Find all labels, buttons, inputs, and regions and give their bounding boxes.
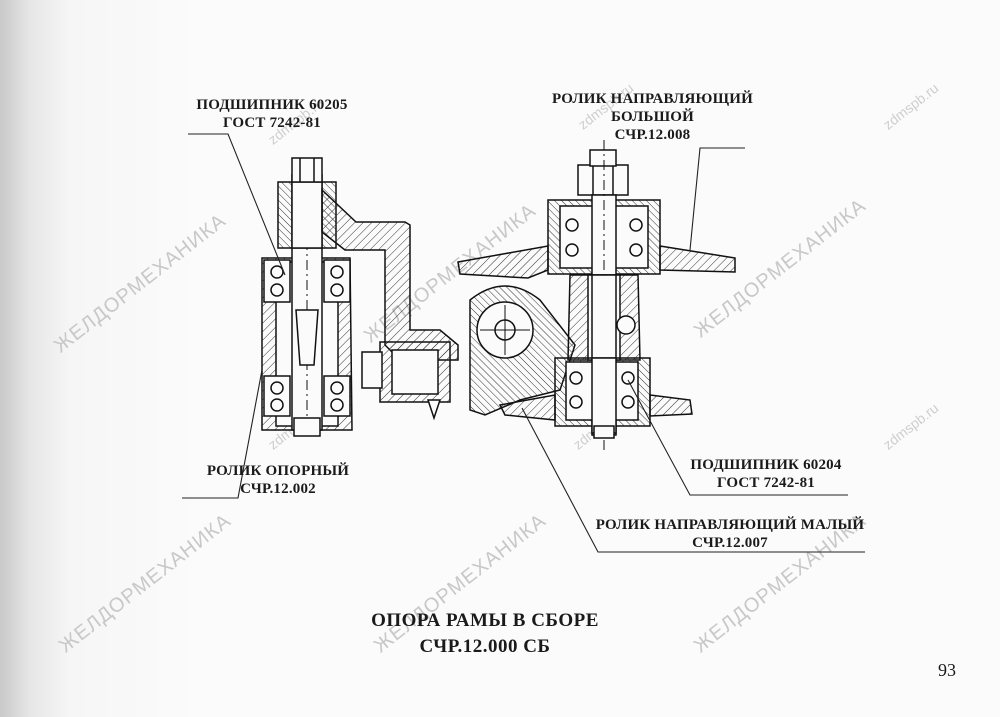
label-guide-roller-small: РОЛИК НАПРАВЛЯЮЩИЙ МАЛЫЙ СЧР.12.007 xyxy=(595,516,865,552)
leader-lines xyxy=(182,133,865,553)
pivot-assembly xyxy=(361,285,576,421)
frame-bracket xyxy=(321,188,459,361)
label-line: БОЛЬШОЙ xyxy=(610,109,695,125)
label-support-roller: РОЛИК ОПОРНЫЙ СЧР.12.002 xyxy=(198,462,358,498)
label-bearing-60204: ПОДШИПНИК 60204 ГОСТ 7242-81 xyxy=(676,456,856,492)
label-line: СЧР.12.007 xyxy=(692,535,768,551)
label-line: РОЛИК НАПРАВЛЯЮЩИЙ МАЛЫЙ xyxy=(595,517,865,533)
label-line: РОЛИК ОПОРНЫЙ xyxy=(206,463,350,479)
label-line: ПОДШИПНИК 60205 xyxy=(196,97,348,113)
label-guide-roller-large: РОЛИК НАПРАВЛЯЮЩИЙ БОЛЬШОЙ СЧР.12.008 xyxy=(540,90,765,144)
guide-roller-large xyxy=(457,149,736,279)
support-roller xyxy=(261,157,353,440)
label-line: РОЛИК НАПРАВЛЯЮЩИЙ xyxy=(551,91,754,107)
label-line: СЧР.12.008 xyxy=(614,127,691,143)
label-line: ГОСТ 7242-81 xyxy=(716,475,815,491)
label-line: ГОСТ 7242-81 xyxy=(222,115,321,131)
label-line: ПОДШИПНИК 60204 xyxy=(690,457,842,473)
label-bearing-60205: ПОДШИПНИК 60205 ГОСТ 7242-81 xyxy=(182,96,362,132)
page-number: 93 xyxy=(938,660,956,680)
label-line: СЧР.12.002 xyxy=(240,481,316,497)
drawing-title: ОПОРА РАМЫ В СБОРЕ xyxy=(371,610,599,631)
drawing-code: СЧР.12.000 СБ xyxy=(419,636,551,657)
